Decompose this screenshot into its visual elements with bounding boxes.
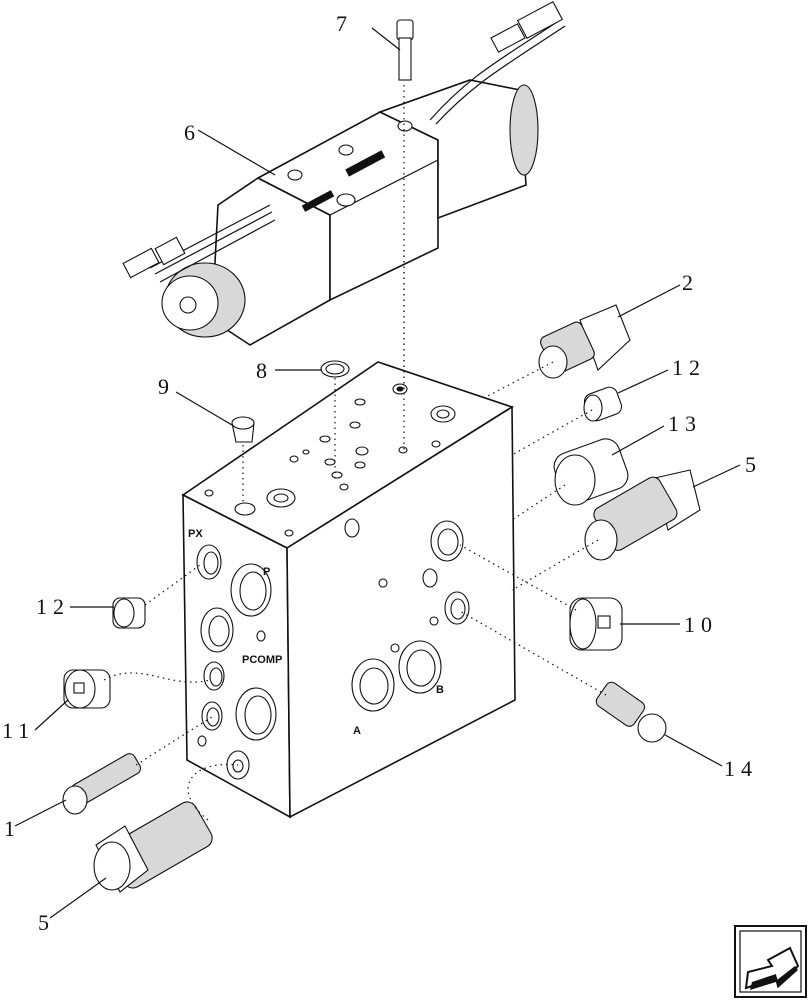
callout-9: 9: [158, 374, 175, 399]
relief-valve-5-right: [584, 469, 701, 561]
plug-11: [63, 669, 111, 709]
callout-6: 6: [184, 120, 201, 145]
callout-1: 1: [4, 816, 21, 841]
port-label-px: PX: [188, 528, 203, 540]
relief-valve-5-left: [93, 801, 213, 893]
callout-12-left: 12: [36, 594, 70, 619]
plug-12-left: [112, 597, 146, 629]
plug-9: [231, 416, 255, 443]
callout-7: 7: [336, 11, 353, 36]
bolt: [396, 19, 414, 81]
valve-manifold-block: [181, 361, 516, 819]
callout-11: 11: [2, 718, 35, 743]
port-label-a: A: [353, 725, 361, 737]
solenoid-valve: [122, 1, 566, 346]
callout-8: 8: [256, 358, 273, 383]
fitting-14: [595, 681, 667, 743]
callout-2: 2: [682, 270, 699, 295]
callout-5-left: 5: [38, 910, 55, 935]
callout-10: 10: [684, 612, 718, 637]
needle-valve-1: [62, 753, 142, 815]
arrow-icon[interactable]: [734, 925, 807, 998]
plug-10: [569, 597, 623, 651]
port-label-p: P: [263, 566, 270, 578]
plug-12-right: [583, 386, 623, 422]
port-label-b: B: [436, 684, 444, 696]
callout-12-right: 12: [672, 355, 706, 380]
callout-14: 14: [724, 756, 758, 781]
port-label-pcomp: PCOMP: [242, 654, 282, 666]
cartridge-2: [538, 304, 631, 379]
plug-13: [553, 438, 629, 506]
callout-13: 13: [668, 411, 702, 436]
callout-5-right: 5: [745, 452, 762, 477]
